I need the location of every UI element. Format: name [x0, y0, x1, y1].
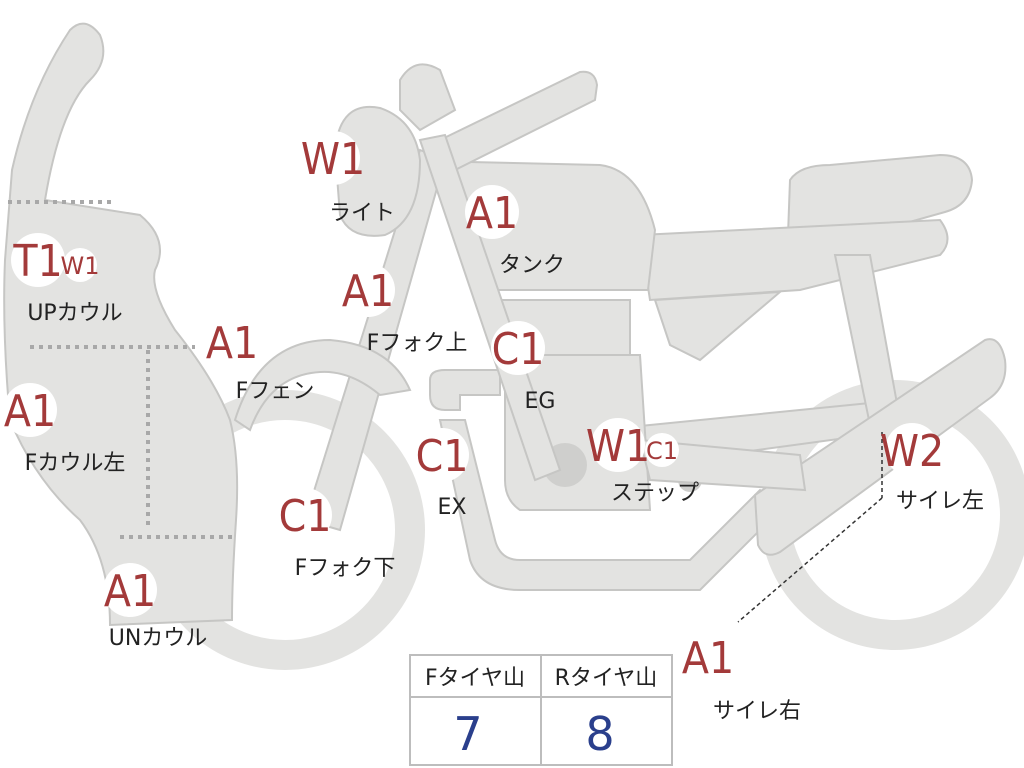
- marker-f-cowl-left: A1 Fカウル左: [3, 383, 125, 476]
- marker-up-cowl: T1 W1 UPカウル: [11, 233, 123, 326]
- handlebar: [438, 70, 599, 172]
- marker-sub-code: W1: [61, 252, 100, 280]
- marker-badge: [278, 488, 332, 542]
- marker-code: C1: [279, 491, 332, 542]
- table-value-front-tire: 7: [453, 707, 482, 761]
- marker-sub-badge: [63, 248, 97, 282]
- marker-code: A1: [206, 318, 258, 369]
- marker-label: Fフェン: [236, 379, 315, 404]
- marker-badge: [491, 321, 545, 375]
- marker-code: C1: [416, 431, 469, 482]
- marker-label: EG: [525, 389, 556, 414]
- table-header-front-tire: Fタイヤ山: [425, 666, 525, 691]
- marker-label: UNカウル: [109, 626, 208, 651]
- marker-badge: [591, 418, 645, 472]
- marker-code: T1: [12, 236, 62, 287]
- tire-tread-table: Fタイヤ山 Rタイヤ山 7 8: [409, 654, 673, 766]
- exhaust-pipe: [638, 438, 807, 492]
- marker-label: Fフォク上: [367, 331, 468, 356]
- frame-down: [418, 133, 562, 482]
- marker-badge: [885, 423, 939, 477]
- marker-step: W1 C1 ステップ: [586, 418, 699, 506]
- front-fender: [233, 338, 412, 432]
- marker-code: W1: [586, 421, 650, 472]
- marker-label: サイレ左: [896, 489, 984, 514]
- marker-badge: [3, 383, 57, 437]
- marker-light: W1 ライト: [301, 131, 395, 226]
- muffler: [753, 338, 1007, 556]
- marker-badge: [341, 263, 395, 317]
- marker-code: A1: [466, 188, 518, 239]
- marker-badge: [205, 315, 259, 369]
- marker-label: UPカウル: [27, 301, 122, 326]
- marker-code: C1: [492, 324, 545, 375]
- front-cowl: [3, 22, 239, 627]
- marker-badge: [415, 428, 469, 482]
- marker-badge: [11, 233, 65, 287]
- marker-label: ライト: [329, 201, 395, 226]
- marker-label: ステップ: [611, 481, 699, 506]
- marker-sub-badge: [645, 433, 679, 467]
- marker-ex: C1 EX: [415, 428, 469, 520]
- marker-label: サイレ右: [713, 699, 801, 724]
- marker-code: W2: [880, 426, 944, 477]
- marker-sub-code: C1: [646, 437, 678, 465]
- table-header-rear-tire: Rタイヤ山: [555, 666, 658, 691]
- exhaust-header: [429, 369, 501, 411]
- marker-code: A1: [4, 386, 56, 437]
- marker-un-cowl: A1 UNカウル: [103, 563, 207, 651]
- table-value-rear-tire: 8: [585, 707, 614, 761]
- marker-label: Fカウル左: [25, 451, 126, 476]
- marker-tank: A1 タンク: [465, 185, 565, 278]
- marker-f-fender: A1 Fフェン: [205, 315, 314, 404]
- marker-code: A1: [104, 566, 156, 617]
- marker-code: W1: [301, 134, 365, 185]
- marker-label: タンク: [499, 253, 565, 278]
- leader-line-diagonal: [737, 497, 883, 623]
- marker-badge: [306, 131, 360, 185]
- headlight: [333, 105, 422, 237]
- marker-eg: C1 EG: [491, 321, 555, 414]
- marker-badge: [103, 563, 157, 617]
- marker-f-fork-upper: A1 Fフォク上: [341, 263, 467, 356]
- mirror: [399, 63, 457, 132]
- marker-badge: [681, 630, 735, 684]
- marker-side-cover-left: W2 サイレ左: [880, 423, 984, 514]
- side-panel: [653, 290, 783, 362]
- marker-badge: [465, 185, 519, 239]
- marker-f-fork-lower: C1 Fフォク下: [278, 488, 395, 581]
- marker-label: EX: [438, 495, 467, 520]
- marker-side-cover-right: A1 サイレ右: [681, 630, 801, 724]
- marker-label: Fフォク下: [295, 556, 396, 581]
- marker-code: A1: [682, 633, 734, 684]
- marker-code: A1: [342, 266, 394, 317]
- seat: [638, 218, 949, 302]
